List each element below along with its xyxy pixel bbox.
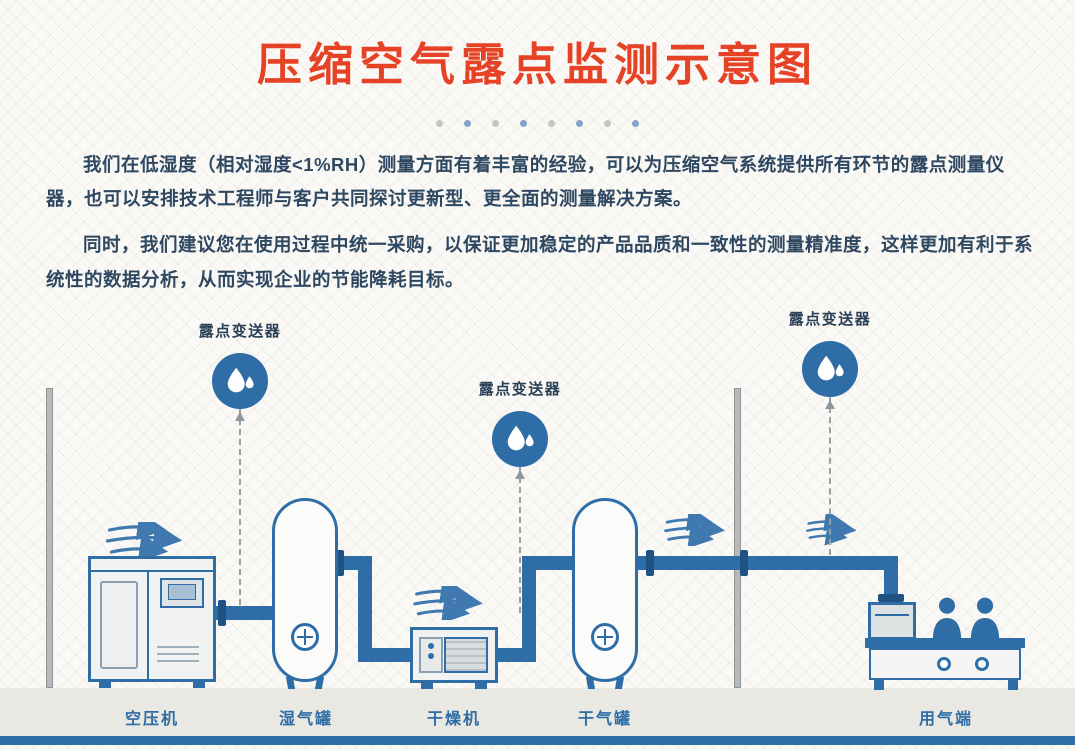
pipe-flange (878, 594, 904, 602)
pipe-dry-tank-inlet (522, 556, 578, 570)
compressor-foot (193, 679, 205, 688)
desk-port-hole (937, 657, 951, 671)
decorative-dots (0, 120, 1075, 127)
wet-air-tank (272, 498, 338, 689)
tank-port-flange (591, 623, 619, 651)
person-figure (932, 597, 962, 639)
dryer-foot (475, 680, 487, 689)
intro-paragraph-2: 同时，我们建议您在使用过程中统一采购，以保证更加稳定的产品品质和一致性的测量精准… (46, 234, 1034, 290)
label-usage-end: 用气端 (918, 711, 974, 728)
usage-desk-front (869, 648, 1021, 680)
transmitter-connector-line (515, 467, 525, 613)
dew-point-transmitter-3: 露点变送器 (760, 308, 900, 555)
label-air-compressor: 空压机 (124, 711, 180, 728)
dew-point-transmitter-2: 露点变送器 (450, 378, 590, 613)
transmitter-connector-line (235, 409, 245, 605)
desk-port-hole (975, 657, 989, 671)
pipe-flange (646, 550, 654, 576)
ground-strip (0, 688, 1075, 736)
compressor-display (160, 578, 204, 608)
water-drop-icon (492, 411, 548, 467)
desk-leg (1008, 680, 1018, 690)
dry-air-tank (572, 498, 638, 689)
pipe-compressor-to-wet-tank (214, 606, 276, 620)
water-drop-icon (212, 353, 268, 409)
intro-text: 我们在低湿度（相对湿度<1%RH）测量方面有着丰富的经验，可以为压缩空气系统提供… (46, 148, 1035, 309)
compressor-top-seam (91, 570, 213, 572)
person-figure (970, 597, 1000, 639)
decorative-dot (632, 120, 639, 127)
transmitter-label: 露点变送器 (788, 311, 872, 328)
decorative-dot (520, 120, 527, 127)
tank-port-flange (291, 623, 319, 651)
ground-baseline (0, 736, 1075, 745)
up-arrowhead-icon (235, 407, 245, 421)
label-dryer: 干燥机 (426, 711, 482, 728)
pipe-down-to-dryer (358, 556, 372, 662)
usage-end-machine (868, 602, 916, 640)
air-flow-arrows (806, 514, 857, 546)
transmitter-label: 露点变送器 (198, 323, 282, 340)
decorative-dot (548, 120, 555, 127)
compressor-vents (157, 641, 199, 667)
desk-leg (874, 680, 884, 690)
dryer-control-panel (419, 637, 443, 673)
air-dryer (410, 627, 498, 689)
pipe-up-to-dry-tank (522, 556, 536, 662)
compressor-door (100, 581, 138, 669)
decorative-dot (464, 120, 471, 127)
tank-leg (585, 677, 596, 689)
air-flow-arrows (664, 514, 726, 546)
decorative-dot (436, 120, 443, 127)
support-pole-right (734, 388, 741, 688)
up-arrowhead-icon (515, 465, 525, 479)
transmitter-label: 露点变送器 (478, 381, 562, 398)
pipe-flange (218, 600, 226, 626)
pipe-to-dryer-inlet (358, 648, 414, 662)
transmitter-connector-line (825, 397, 835, 555)
usage-desk-top (865, 638, 1025, 648)
label-dry-air-tank: 干气罐 (577, 711, 633, 728)
compressor-panel-divider (147, 570, 149, 679)
pipe-flange (740, 550, 748, 576)
intro-paragraph-1: 我们在低湿度（相对湿度<1%RH）测量方面有着丰富的经验，可以为压缩空气系统提供… (46, 154, 1005, 210)
up-arrowhead-icon (825, 395, 835, 409)
water-drop-icon (802, 341, 858, 397)
dryer-foot (421, 680, 433, 689)
decorative-dot (576, 120, 583, 127)
air-compressor (88, 556, 216, 688)
label-wet-air-tank: 湿气罐 (278, 711, 334, 728)
air-flow-arrows (105, 522, 183, 558)
dryer-grille (444, 637, 488, 673)
pipe-down-to-usage (884, 556, 898, 606)
air-flow-arrows (413, 586, 483, 620)
support-pole-left (46, 388, 53, 688)
decorative-dot (604, 120, 611, 127)
dew-point-transmitter-1: 露点变送器 (170, 320, 310, 605)
decorative-dot (492, 120, 499, 127)
pipe-flange (336, 550, 344, 576)
compressor-foot (99, 679, 111, 688)
tank-leg (285, 677, 296, 689)
pipe-main-line (636, 556, 898, 570)
page-title: 压缩空气露点监测示意图 (256, 39, 818, 90)
